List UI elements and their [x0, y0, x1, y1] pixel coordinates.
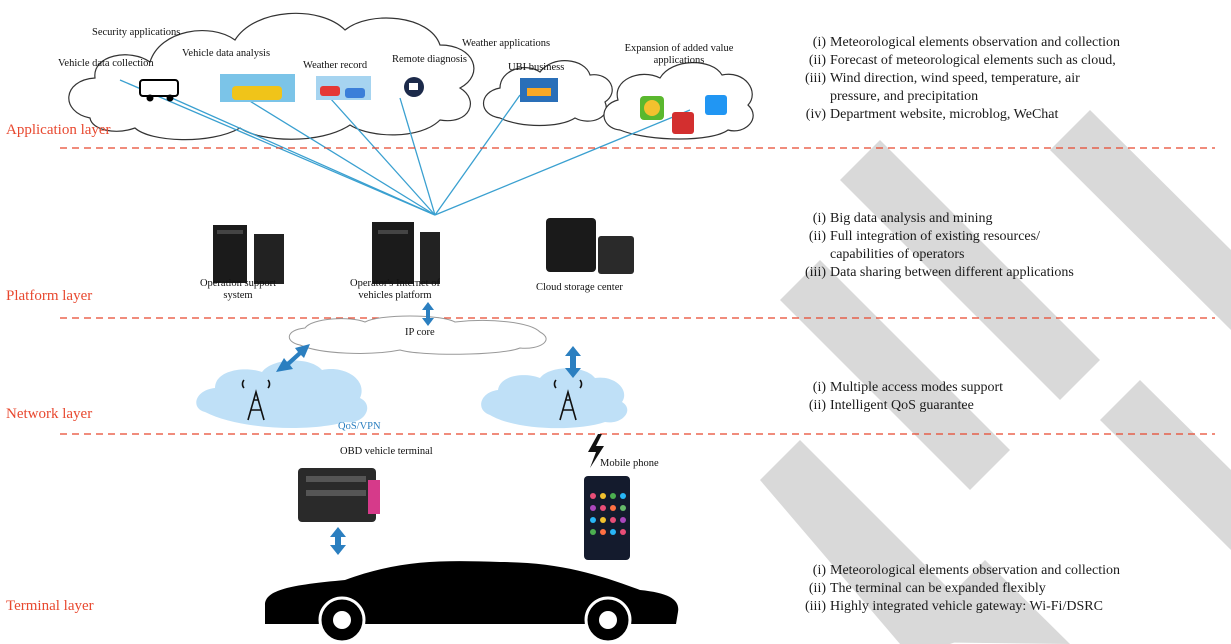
van-icon	[139, 79, 179, 102]
data-analysis-image	[220, 74, 295, 102]
desc-term-3: (iii)Highly integrated vehicle gateway: …	[805, 599, 1103, 614]
desc-plat-2-cont: capabilities of operators	[830, 247, 965, 262]
operator-line1: Operator's Internet of	[350, 278, 440, 289]
desc-plat-1: (i)Big data analysis and mining	[812, 211, 993, 226]
application-description-list: (i)Meteorological elements observation a…	[790, 34, 1120, 124]
retracted-watermark	[760, 110, 1231, 644]
car-silhouette	[265, 561, 679, 644]
security-applications-label: Security applications	[92, 27, 181, 38]
operator-line2: vehicles platform	[358, 290, 432, 301]
network-cloud-left	[196, 360, 368, 428]
network-layer-label: Network layer	[6, 406, 93, 422]
ubi-business-label: UBI business	[508, 62, 565, 73]
desc-plat-3: (iii)Data sharing between different appl…	[805, 265, 1074, 280]
operation-support-label: Operation support system	[178, 278, 298, 302]
network-description-list: (i)Multiple access modes support (ii)Int…	[790, 379, 1003, 415]
expansion-applications-label: Expansion of added value applications	[614, 43, 744, 67]
desc-term-1: (i)Meteorological elements observation a…	[812, 563, 1121, 578]
expansion-line1: Expansion of added value	[624, 43, 734, 54]
obd-terminal-label: OBD vehicle terminal	[340, 446, 433, 457]
weather-applications-label: Weather applications	[462, 38, 551, 49]
server-icon-operator	[372, 222, 440, 284]
cloud-storage-label: Cloud storage center	[536, 282, 623, 293]
platform-description-list: (i)Big data analysis and mining (ii)Full…	[790, 210, 1074, 282]
platform-layer-label: Platform layer	[6, 288, 93, 304]
obd-connector-image	[298, 468, 380, 522]
desc-net-1: (i)Multiple access modes support	[812, 380, 1004, 395]
double-arrow-ipcore-left	[276, 344, 310, 372]
ip-core-cloud	[288, 315, 547, 355]
application-cloud-expansion	[603, 62, 754, 140]
double-arrow-platform-ipcore	[422, 302, 434, 326]
app-grid-icon	[640, 95, 727, 134]
desc-app-3: (iii)Wind direction, wind speed, tempera…	[805, 71, 1080, 86]
ubi-business-image	[520, 78, 558, 102]
server-icon-oss	[213, 225, 284, 284]
layer-separators	[60, 147, 1215, 435]
double-arrow-obd-car	[330, 527, 346, 555]
terminal-layer-label: Terminal layer	[6, 598, 94, 614]
storage-icon	[546, 218, 634, 274]
desc-app-2: (ii)Forecast of meteorological elements …	[808, 53, 1116, 68]
ip-core-label: IP core	[405, 327, 435, 338]
qos-vpn-label: QoS/VPN	[338, 421, 381, 432]
weather-record-label: Weather record	[303, 60, 368, 71]
lightning-icon	[588, 434, 604, 468]
cell-tower-icon-left	[241, 379, 271, 421]
desc-term-2: (ii)The terminal can be expanded flexibl…	[808, 581, 1046, 596]
desc-app-1: (i)Meteorological elements observation a…	[812, 35, 1121, 50]
desc-net-2: (ii)Intelligent QoS guarantee	[808, 398, 974, 413]
desc-app-3-cont: pressure, and precipitation	[830, 89, 979, 104]
operator-platform-label: Operator's Internet of vehicles platform	[325, 278, 465, 302]
mobile-phone-image	[584, 476, 630, 560]
desc-plat-2: (ii)Full integration of existing resourc…	[808, 229, 1040, 244]
oss-line2: system	[223, 290, 253, 301]
expansion-line2: applications	[653, 55, 705, 66]
vehicle-data-collection-label: Vehicle data collection	[58, 58, 154, 69]
network-cloud-right	[481, 368, 628, 429]
vehicle-data-analysis-label: Vehicle data analysis	[182, 48, 271, 59]
remote-diagnosis-icon	[404, 77, 424, 97]
cell-tower-icon-right	[553, 379, 583, 421]
desc-app-4: (iv)Department website, microblog, WeCha…	[805, 107, 1059, 122]
mobile-phone-label: Mobile phone	[600, 458, 659, 469]
double-arrow-ipcore-right	[565, 346, 581, 378]
application-layer-label: Application layer	[6, 122, 111, 138]
weather-record-image	[316, 76, 371, 100]
oss-line1: Operation support	[199, 278, 277, 289]
terminal-description-list: (i)Meteorological elements observation a…	[790, 562, 1120, 616]
remote-diagnosis-label: Remote diagnosis	[392, 54, 467, 65]
